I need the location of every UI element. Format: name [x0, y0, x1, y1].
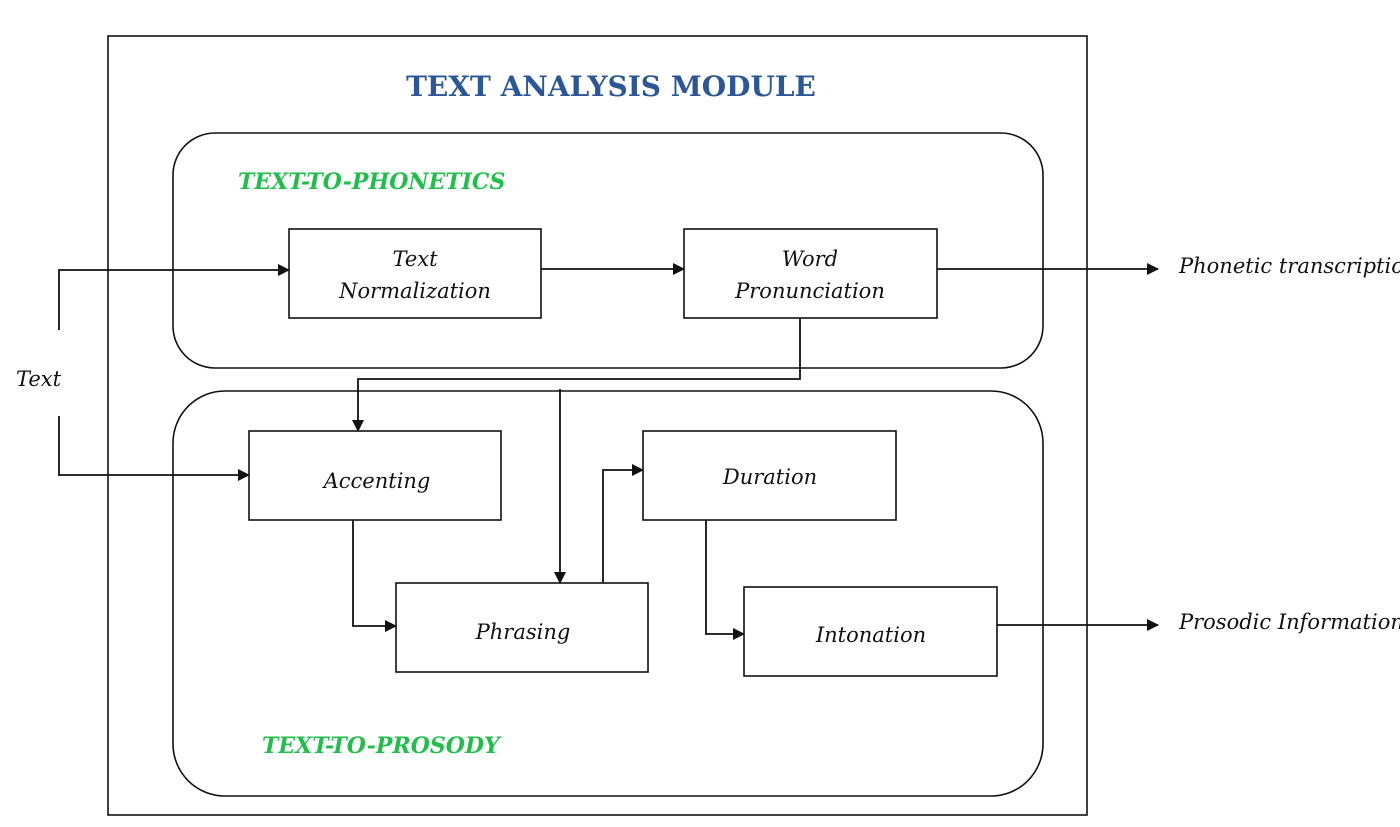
word-pronunciation-box	[683, 228, 938, 319]
arrow-accenting-to-phrasing	[352, 520, 397, 632]
text-to-prosody-group	[172, 390, 1044, 797]
arrow-duration-to-intonation	[705, 520, 745, 640]
module-title: TEXT ANALYSIS MODULE	[406, 70, 816, 103]
duration-label: Duration	[722, 465, 817, 489]
input-text-label: Text	[16, 367, 62, 391]
accenting-box	[248, 430, 502, 521]
text-to-phonetics-group	[172, 132, 1044, 369]
phonetic-transcription-label: Phonetic transcription	[1178, 254, 1400, 278]
text-to-prosody-label: TEXT-TO-PROSODY	[262, 733, 502, 759]
phrasing-box	[395, 582, 649, 673]
word-pronunciation-label-line1: Word	[782, 247, 838, 271]
prosodic-information-label: Prosodic Information	[1178, 610, 1400, 634]
module-frame	[107, 35, 1088, 816]
text-normalization-box	[288, 228, 542, 319]
text-normalization-label-line2: Normalization	[338, 279, 491, 303]
text-to-phonetics-label: TEXT-TO-PHONETICS	[238, 169, 505, 195]
arrow-text-to-accenting	[58, 416, 250, 481]
intonation-box	[743, 586, 998, 677]
intonation-label: Intonation	[815, 623, 926, 647]
arrow-pronunciation-to-accenting	[352, 318, 801, 432]
accenting-label: Accenting	[322, 469, 431, 493]
text-normalization-label-line1: Text	[392, 247, 438, 271]
phrasing-label: Phrasing	[475, 620, 571, 644]
arrow-text-to-normalization	[58, 264, 290, 330]
word-pronunciation-label-line2: Pronunciation	[734, 279, 885, 303]
arrow-phrasing-to-duration	[602, 464, 644, 583]
